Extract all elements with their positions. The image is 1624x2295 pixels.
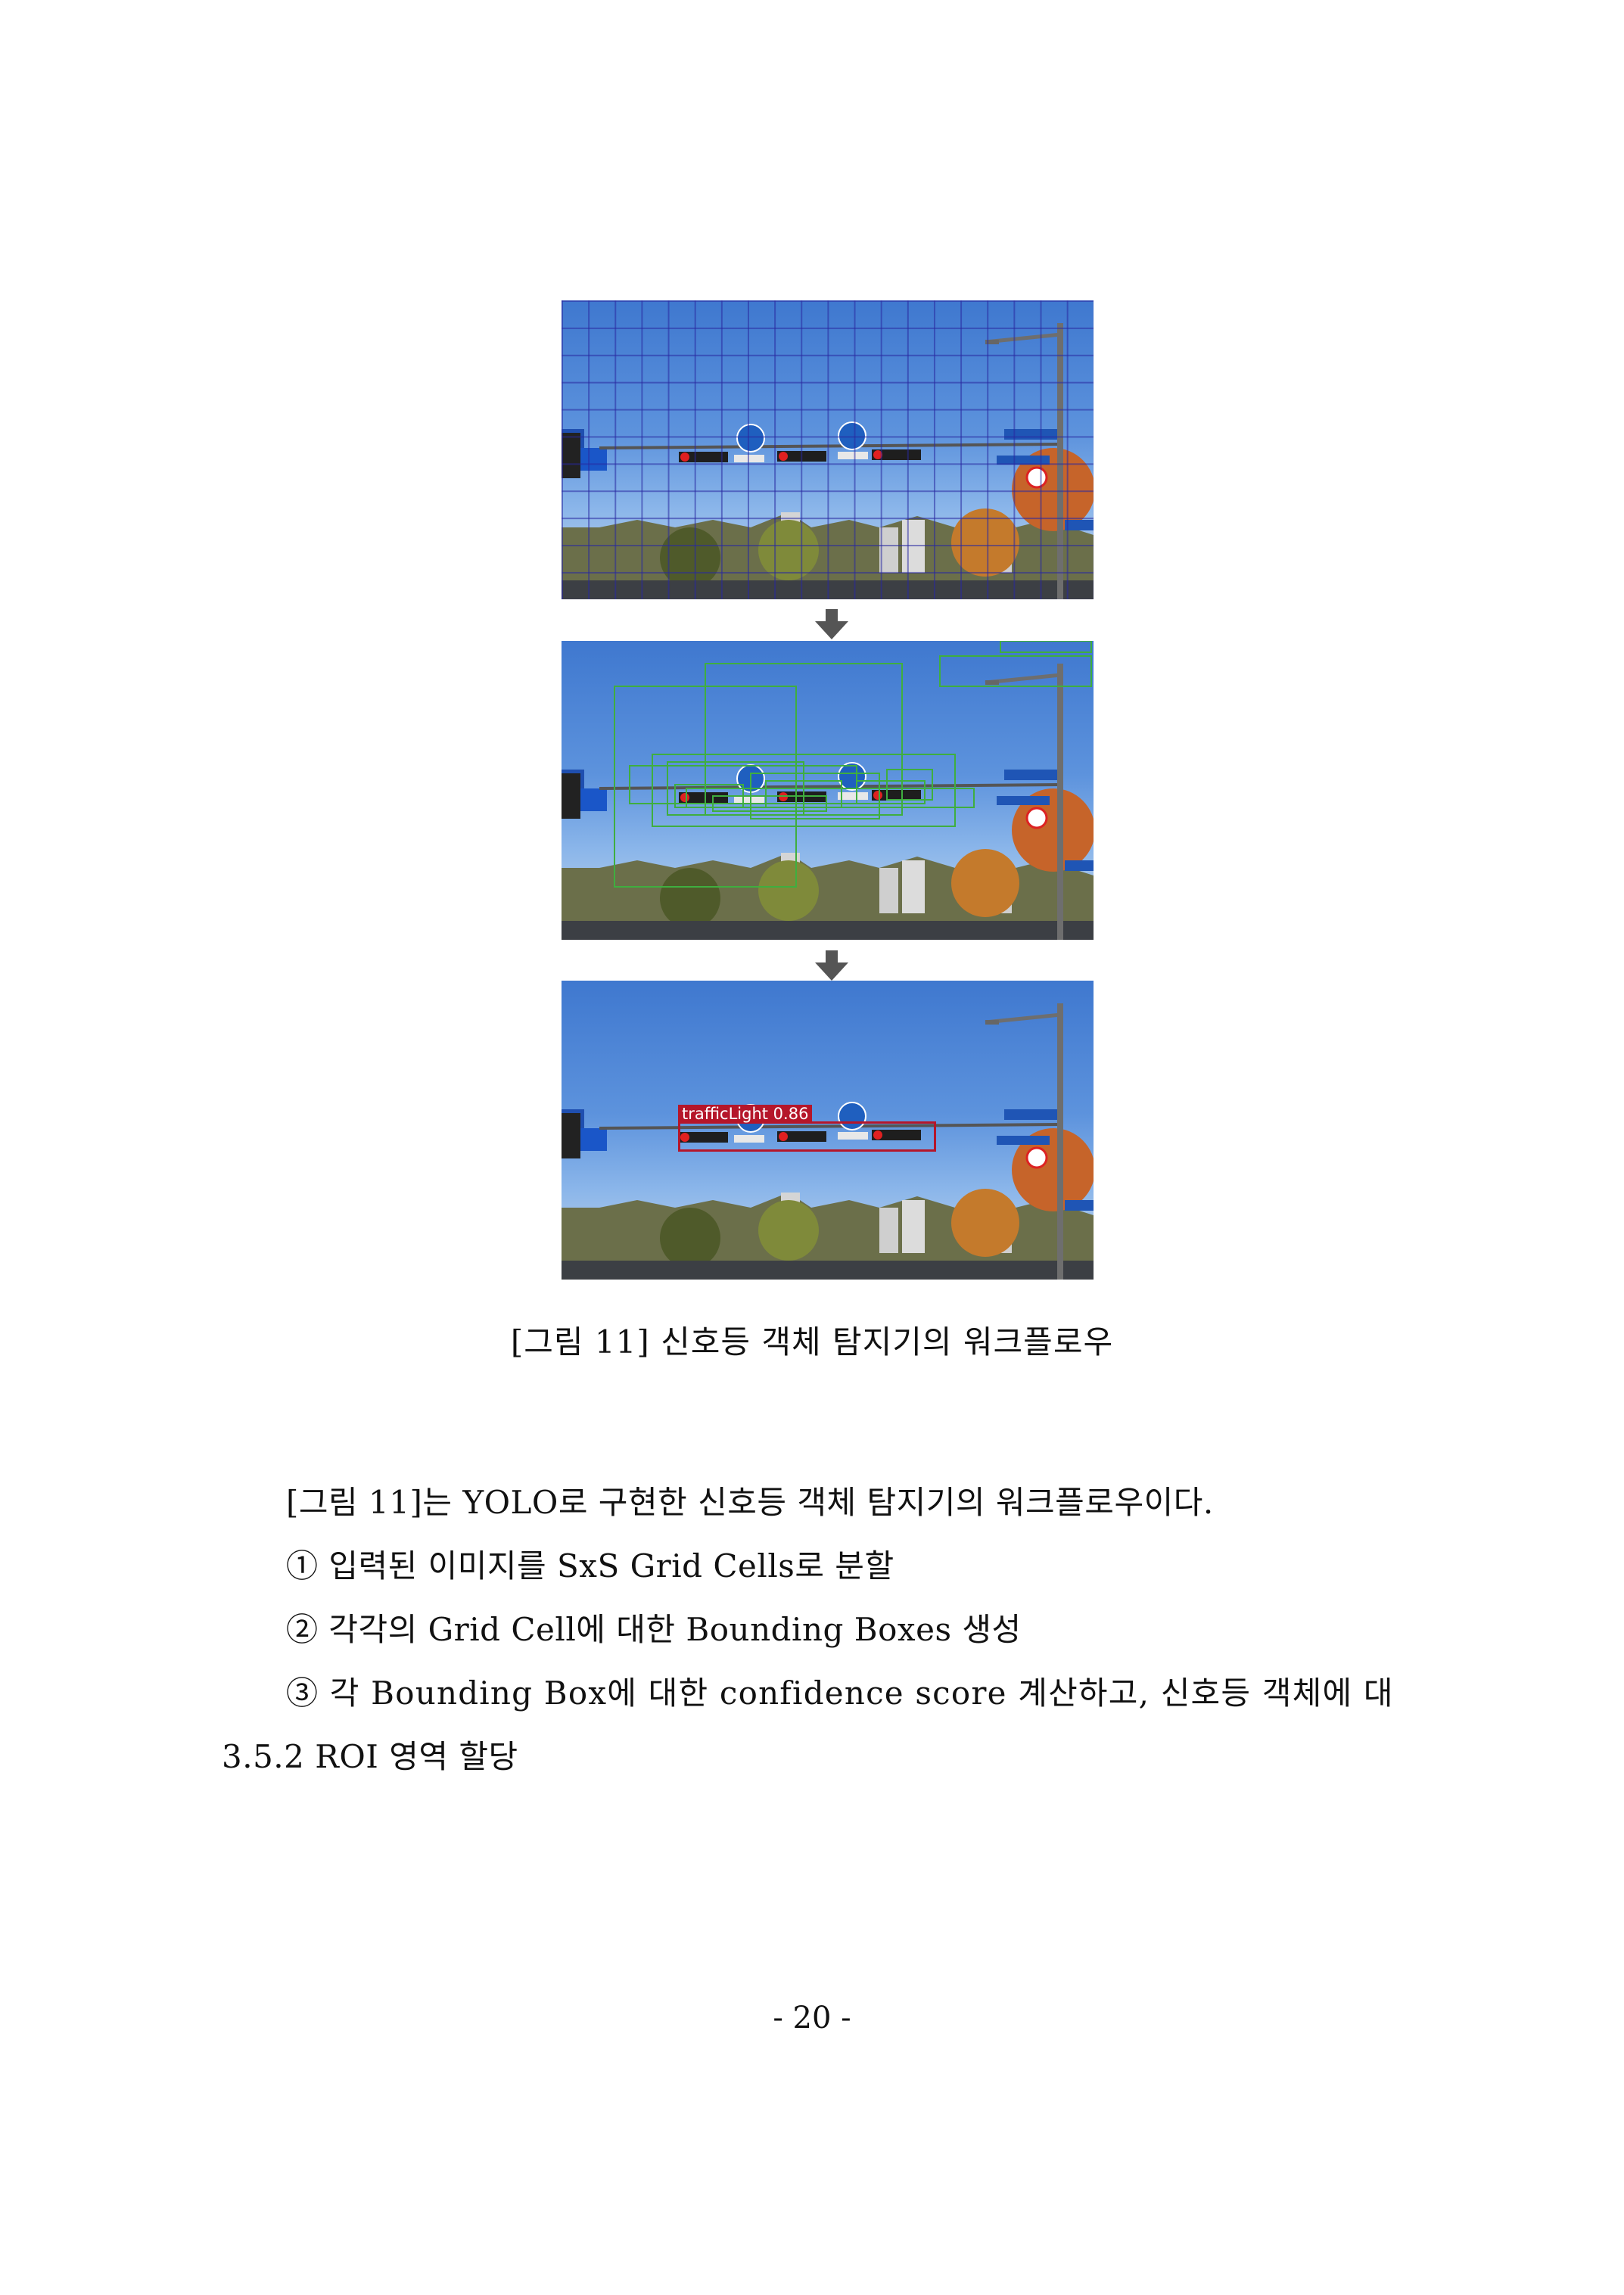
down-arrow-icon (815, 609, 848, 639)
body-paragraph: [그림 11]는 YOLO로 구현한 신호등 객체 탐지기의 워크플로우이다. (286, 1484, 1214, 1521)
detection-bounding-box (678, 1121, 936, 1152)
photo-bounding-boxes (562, 641, 1094, 940)
section-heading: 3.5.2 ROI 영역 할당 (222, 1738, 518, 1775)
figure-caption: [그림 11] 신호등 객체 탐지기의 워크플로우 (510, 1323, 1114, 1361)
photo-detection-result: trafficLight 0.86 (562, 981, 1094, 1280)
step-3: ③ 각 Bounding Box에 대한 confidence score 계산… (286, 1675, 1394, 1712)
page-number: - 20 - (773, 2001, 851, 2035)
down-arrow-icon (815, 950, 848, 981)
step-1: ① 입력된 이미지를 SxS Grid Cells로 분할 (286, 1547, 894, 1584)
grid-overlay (562, 300, 1094, 599)
photo-grid-cells (562, 300, 1094, 599)
detection-label: trafficLight 0.86 (678, 1105, 813, 1123)
step-2: ② 각각의 Grid Cell에 대한 Bounding Boxes 생성 (286, 1611, 1022, 1648)
